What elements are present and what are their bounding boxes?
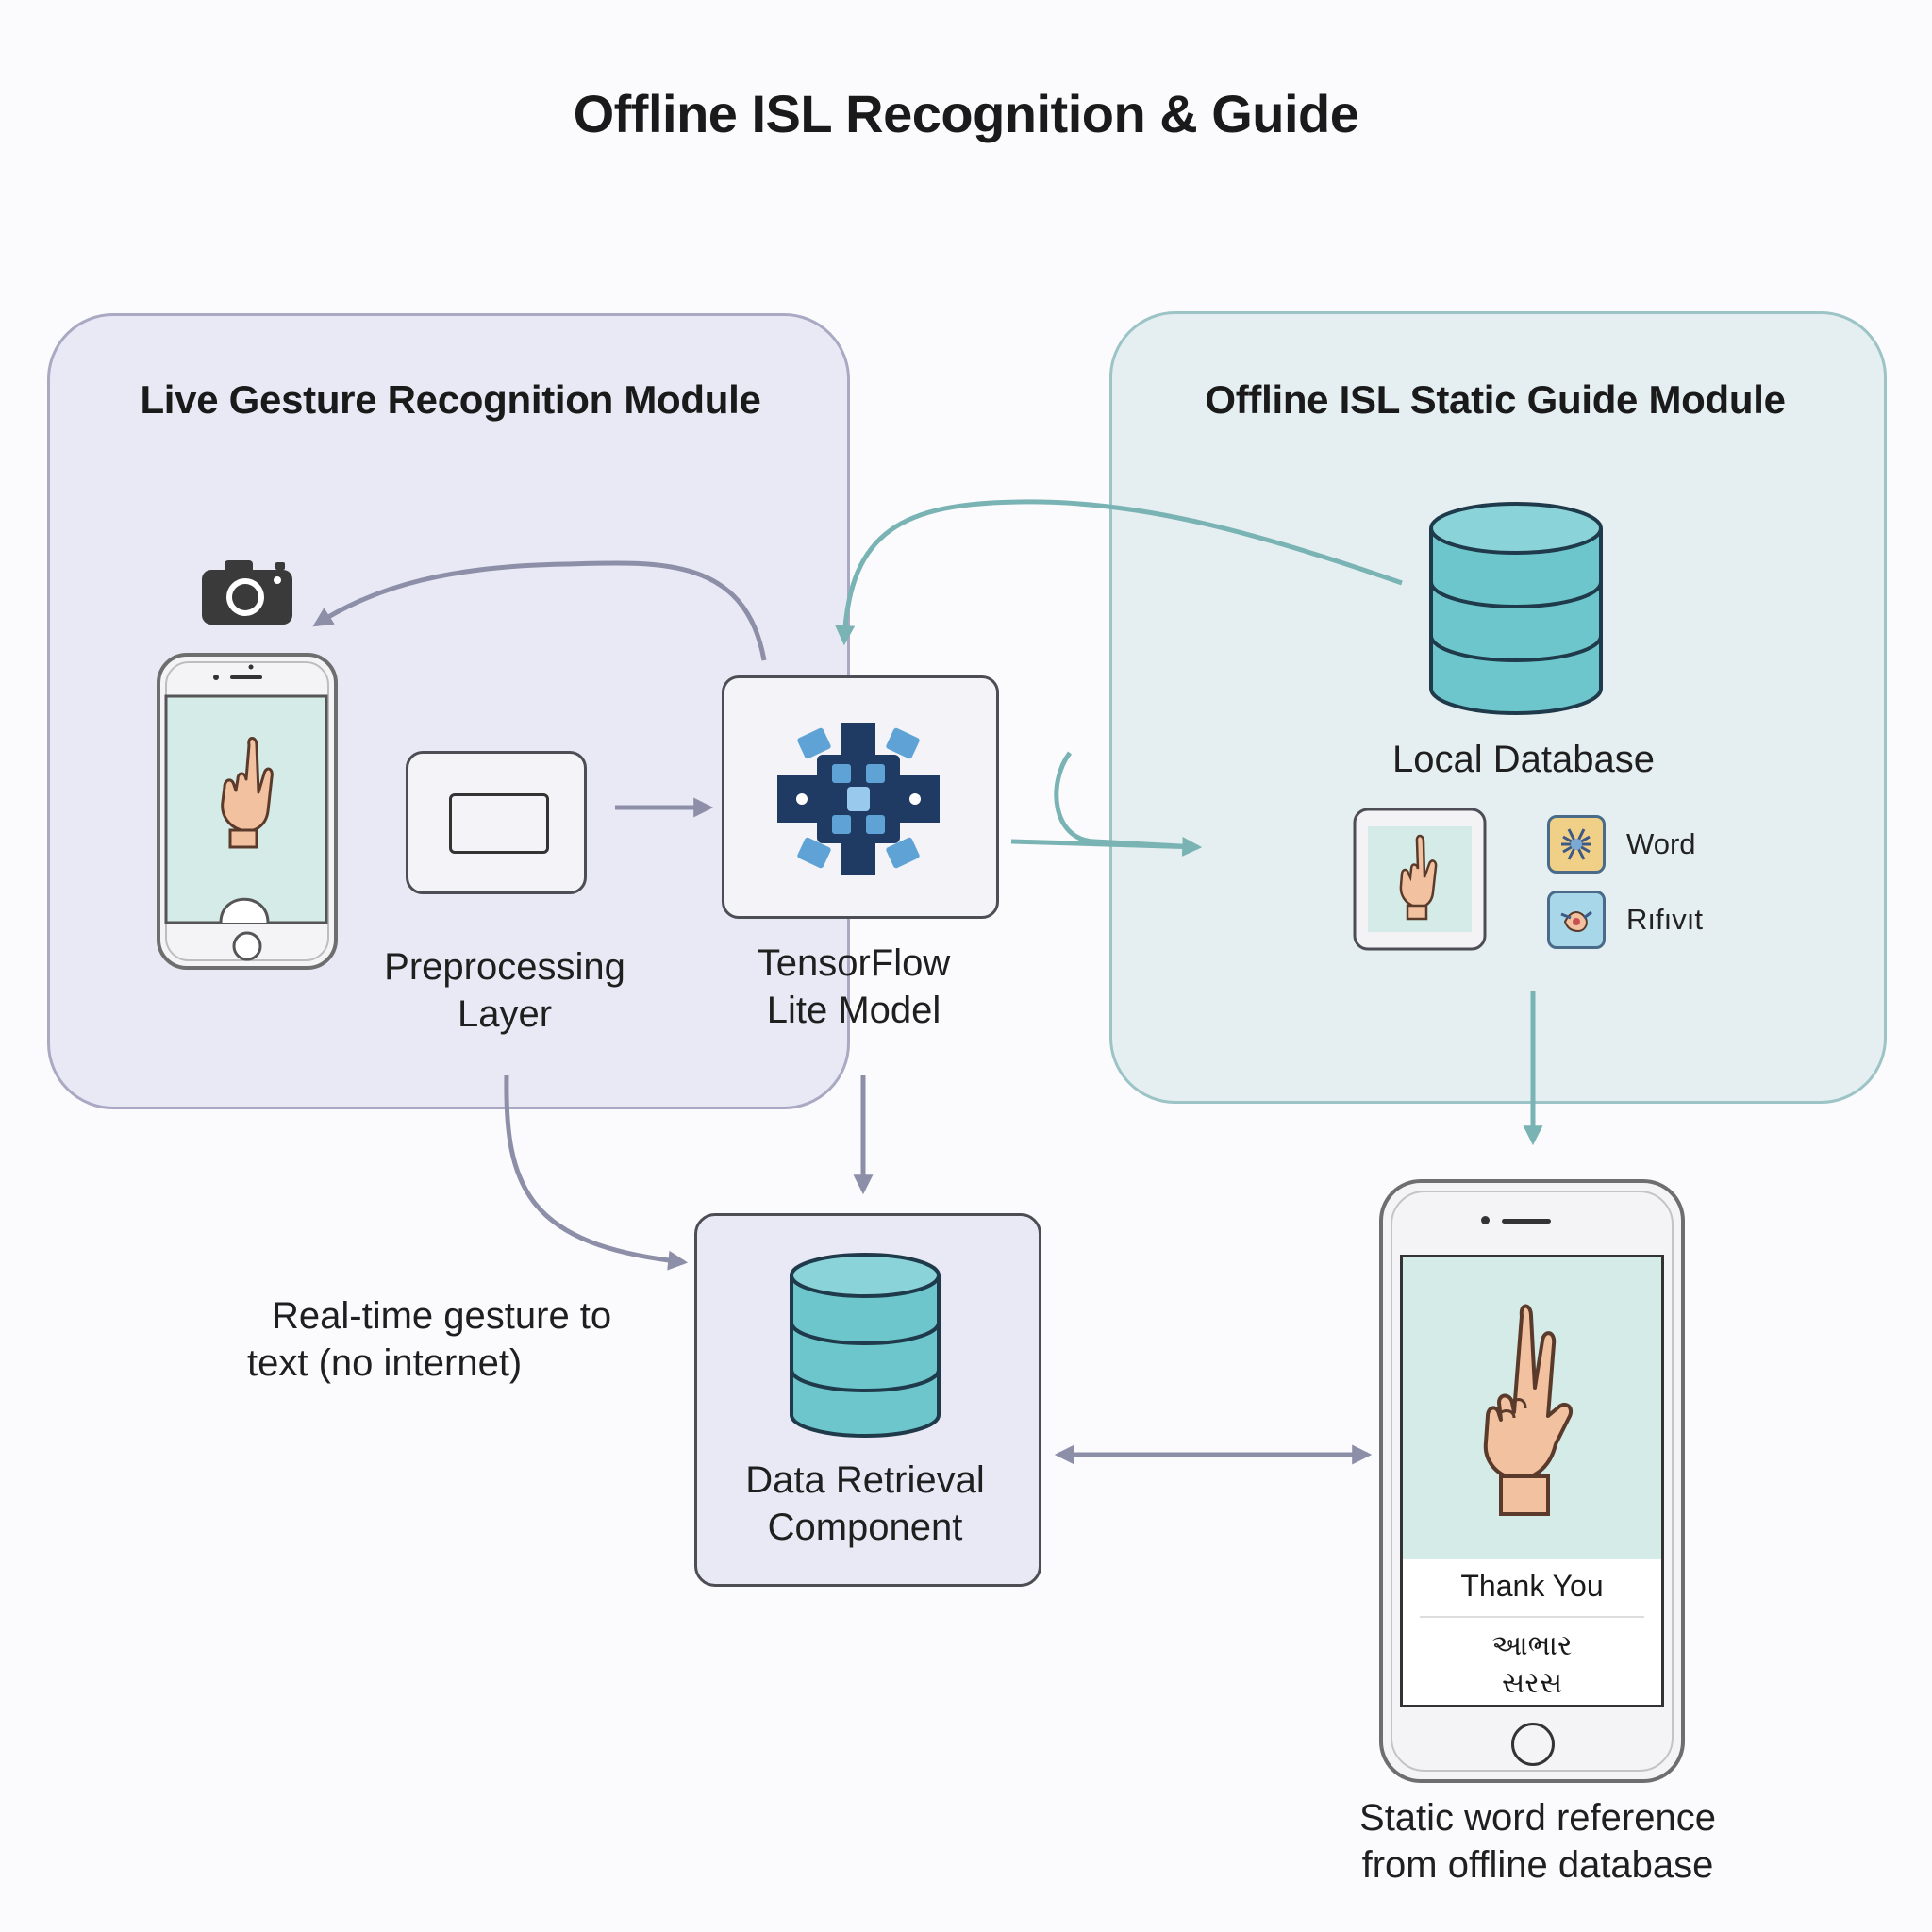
preprocessing-layer-box <box>406 751 587 894</box>
word-thumbnail-icon <box>1547 815 1606 874</box>
live-module-title: Live Gesture Recognition Module <box>140 377 761 422</box>
phone-camera-dot <box>1481 1216 1490 1224</box>
phone-translation: આભાર સરસ <box>1491 1629 1573 1700</box>
static-reference-annotation: Static word reference from offline datab… <box>1359 1797 1716 1886</box>
legend-gesture-label: Rıfıvıt <box>1626 903 1703 936</box>
local-database-icon <box>1429 502 1603 715</box>
arrow-database-to-model <box>835 499 1403 646</box>
tflite-model-icon <box>777 723 940 875</box>
arrow-model-to-guide <box>1054 751 1199 850</box>
camera-icon <box>202 560 292 625</box>
sign-thumbnail-icon <box>1353 808 1487 951</box>
phone-home-button <box>1511 1723 1555 1766</box>
arrow-model-to-camera <box>312 560 767 661</box>
local-database-label: Local Database <box>1392 739 1655 780</box>
legend-item-word: Word <box>1547 815 1696 874</box>
guide-module-title: Offline ISL Static Guide Module <box>1205 377 1786 422</box>
phone-inner-bezel <box>1391 1191 1674 1772</box>
legend-word-label: Word <box>1626 827 1696 860</box>
preprocessing-inner-frame <box>449 793 549 854</box>
tflite-label: TensorFlow Lite Model <box>757 942 951 1031</box>
thank-you-hand-icon <box>1483 1304 1574 1516</box>
legend-item-gesture: Rıfıvıt <box>1547 891 1703 949</box>
realtime-annotation: Real-time gesture to text (no internet) <box>247 1295 612 1384</box>
live-capture-phone <box>157 653 338 970</box>
gesture-thumbnail-icon <box>1547 891 1606 949</box>
phone-divider <box>1420 1616 1644 1618</box>
phone-speaker <box>1502 1219 1551 1224</box>
arrow-preprocessing-to-retrieval <box>504 1074 689 1271</box>
phone-screen: Thank You આભાર સરસ <box>1400 1255 1664 1707</box>
reference-phone: Thank You આભાર સરસ <box>1379 1179 1685 1783</box>
diagram-title: Offline ISL Recognition & Guide <box>573 84 1359 143</box>
phone-word-label: Thank You <box>1460 1569 1604 1603</box>
retrieval-database-icon <box>790 1253 941 1438</box>
preprocessing-label: Preprocessing Layer <box>384 946 625 1035</box>
data-retrieval-label: Data Retrieval Component <box>745 1459 985 1548</box>
